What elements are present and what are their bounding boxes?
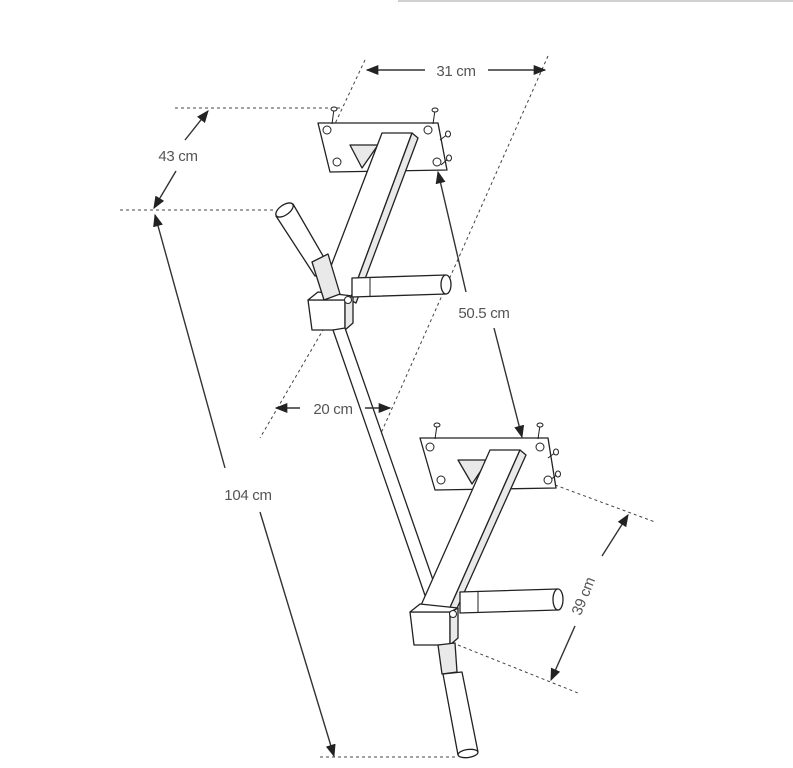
dim-label-31: 31 cm — [436, 63, 475, 80]
dim-label-20: 20 cm — [313, 401, 352, 418]
dim-label-50-5: 50.5 cm — [458, 305, 509, 322]
upper-bracket — [275, 106, 452, 331]
dimension-lines — [153, 64, 629, 758]
lower-bracket — [409, 422, 564, 759]
dim-label-43: 43 cm — [158, 148, 197, 165]
dim-label-39: 39 cm — [569, 575, 600, 618]
dim-label-104: 104 cm — [224, 487, 271, 504]
main-bar — [332, 327, 441, 605]
